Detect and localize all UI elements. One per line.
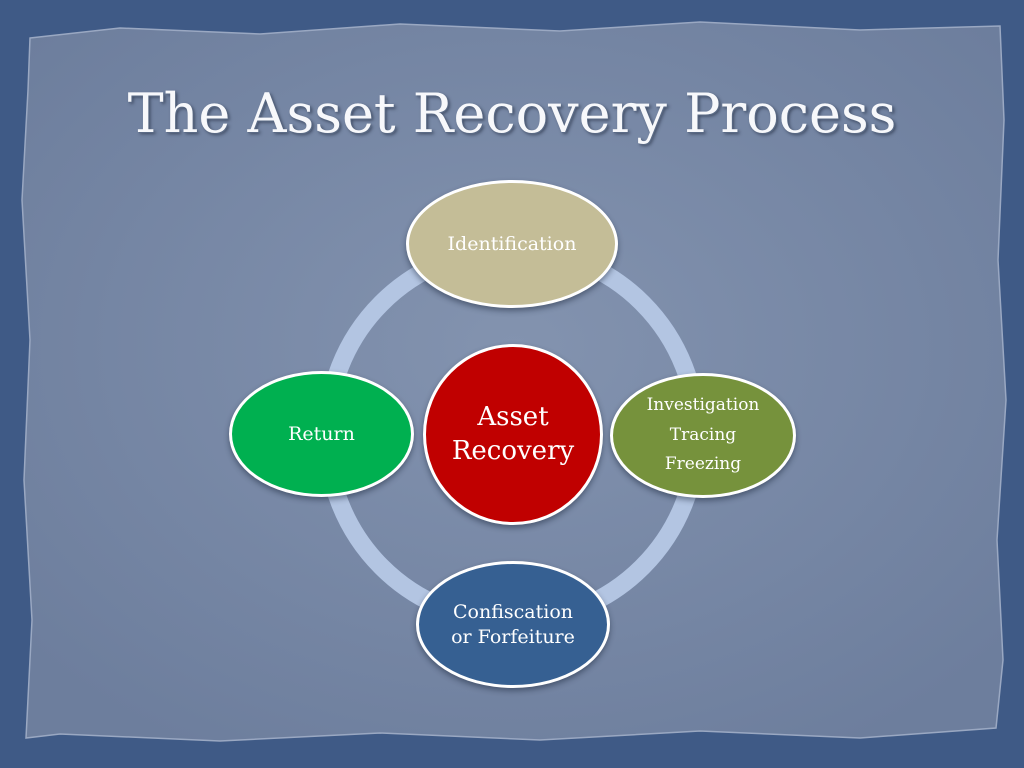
slide-title: The Asset Recovery Process xyxy=(127,82,897,145)
node-confiscation-label-2: or Forfeiture xyxy=(451,625,575,648)
node-confiscation-label-1: Confiscation xyxy=(453,600,573,623)
center-asset-recovery: Asset Recovery xyxy=(423,344,603,525)
node-investigation-label-2: Tracing xyxy=(669,424,737,445)
center-label-2: Recovery xyxy=(451,435,575,466)
node-investigation: Investigation Tracing Freezing xyxy=(610,373,796,498)
node-identification: Identification xyxy=(406,180,618,308)
node-return: Return xyxy=(229,371,414,497)
node-confiscation: Confiscation or Forfeiture xyxy=(416,561,610,688)
center-label-1: Asset xyxy=(477,402,549,433)
node-return-label: Return xyxy=(288,422,355,445)
node-identification-label: Identification xyxy=(447,232,577,255)
node-investigation-label-3: Freezing xyxy=(664,454,742,475)
node-investigation-label-1: Investigation xyxy=(646,394,760,415)
